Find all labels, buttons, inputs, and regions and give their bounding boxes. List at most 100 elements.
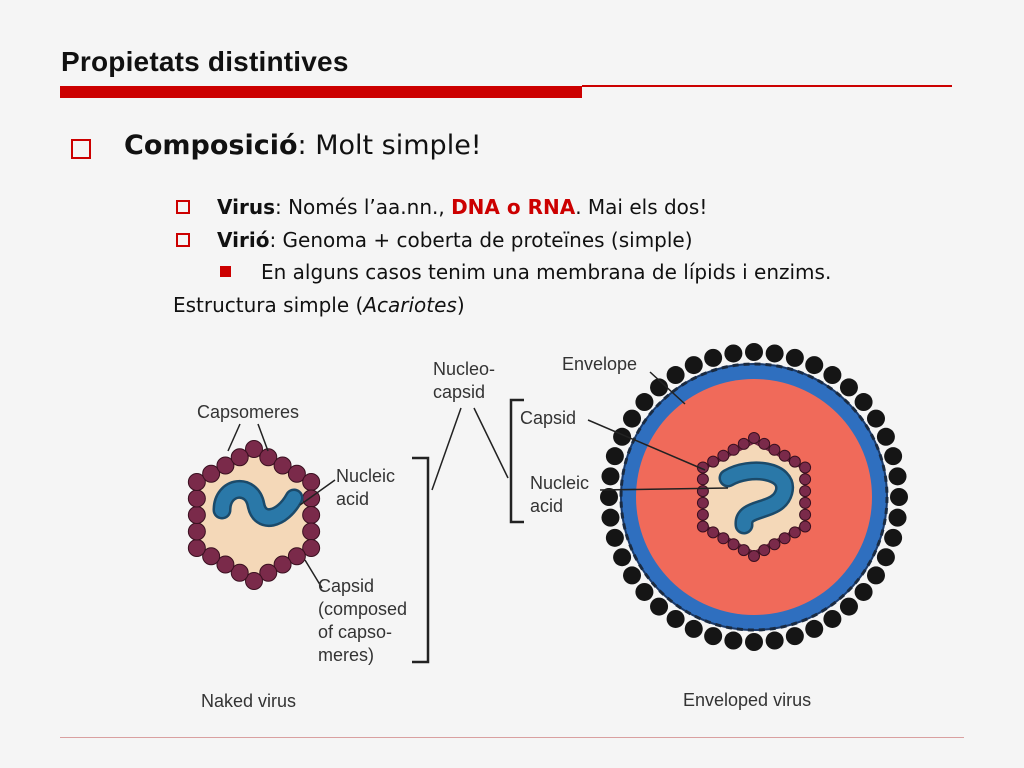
capsomere-bead xyxy=(799,508,812,521)
envelope-spike xyxy=(623,409,642,428)
capsomere-bead xyxy=(696,485,709,498)
capsomere-bead xyxy=(788,526,801,539)
title-underline-thin xyxy=(582,85,952,87)
bullet-box-icon xyxy=(71,139,91,159)
enveloped-capsomeres xyxy=(696,432,812,562)
capsomere-bead xyxy=(187,539,206,557)
slide-title: Propietats distintives xyxy=(61,46,349,77)
capsomere-bead xyxy=(187,489,206,508)
envelope-spike xyxy=(650,597,669,616)
capsomere-bead xyxy=(273,456,292,475)
envelope-spike xyxy=(605,528,624,547)
capsomere-bead xyxy=(727,538,740,551)
capsomere-bead xyxy=(202,464,221,483)
virus-text: : Només l’aa.nn., xyxy=(275,195,452,219)
envelope-spike xyxy=(666,366,685,385)
envelope-spike xyxy=(765,631,784,650)
capsomere-bead xyxy=(287,547,306,566)
capsomere-bead xyxy=(799,461,812,474)
envelope-spike xyxy=(884,447,903,466)
envelope-spike xyxy=(805,619,824,638)
capsomere-bead xyxy=(748,550,760,562)
envelope-spike xyxy=(866,566,885,585)
capsomere-bead xyxy=(788,455,801,468)
capsomere-bead xyxy=(245,572,263,590)
composicio-text: : Molt simple! xyxy=(297,130,482,161)
envelope-spike xyxy=(724,344,743,363)
bullet-membrana: En alguns casos tenim una membrana de lí… xyxy=(261,260,832,284)
label-nucleocapsid-2: capsid xyxy=(433,382,485,402)
bullet-square-icon xyxy=(220,266,231,277)
enveloped-virus-illustration xyxy=(600,343,908,651)
capsomere-bead xyxy=(187,506,206,524)
capsomere-bead xyxy=(758,437,771,450)
capsomere-bead xyxy=(216,555,235,574)
envelope-spike xyxy=(613,548,632,567)
envelope-spike xyxy=(839,378,858,397)
caption-enveloped-virus: Enveloped virus xyxy=(683,690,811,710)
envelope-spike xyxy=(823,609,842,628)
envelope-spike xyxy=(876,548,895,567)
envelope-spike xyxy=(854,582,873,601)
bullet-virio: Virió: Genoma + coberta de proteïnes (si… xyxy=(217,228,693,252)
capsomere-bead xyxy=(799,473,812,486)
bullet-virus: Virus: Només l’aa.nn., DNA o RNA. Mai el… xyxy=(217,195,707,219)
capsomere-bead xyxy=(216,456,235,475)
capsomere-bead xyxy=(273,555,292,574)
envelope-spike xyxy=(666,609,685,628)
envelope-spike xyxy=(635,393,654,412)
capsomere-bead xyxy=(768,538,781,551)
capsomere-bead xyxy=(717,449,730,462)
estructura-italic: Acariotes xyxy=(363,293,457,317)
capsomere-bead xyxy=(230,448,249,467)
enveloped-leader-lines xyxy=(587,371,729,491)
caption-naked-virus: Naked virus xyxy=(201,691,296,711)
capsomere-bead xyxy=(302,473,321,491)
capsomere-bead xyxy=(245,440,263,458)
capsomere-bead xyxy=(302,522,321,541)
capsomere-bead xyxy=(696,473,709,486)
envelope-spike xyxy=(765,344,784,363)
virus-highlight: DNA o RNA xyxy=(451,195,576,219)
capsomere-bead xyxy=(778,532,791,545)
virio-text: : Genoma + coberta de proteïnes (simple) xyxy=(269,228,693,252)
envelope-spike xyxy=(805,356,824,375)
envelope-spike xyxy=(650,378,669,397)
label-nucleic-acid-left-2: acid xyxy=(336,489,369,509)
envelope-spike xyxy=(600,488,618,506)
virio-term: Virió xyxy=(217,228,270,252)
capsomere-bead xyxy=(202,547,221,566)
envelope-spike xyxy=(839,597,858,616)
naked-virus-illustration xyxy=(187,440,321,590)
capsomere-bead xyxy=(302,506,321,524)
bullet-box-icon xyxy=(176,200,190,214)
envelope-spike xyxy=(684,356,703,375)
envelope-spike xyxy=(605,447,624,466)
estructura-text-end: ) xyxy=(456,293,465,317)
capsomere-bead xyxy=(717,532,730,545)
capsomere-bead xyxy=(799,520,812,533)
virus-term: Virus xyxy=(217,195,275,219)
capsomere-bead xyxy=(768,443,781,456)
footer-divider xyxy=(60,737,964,738)
envelope-spike xyxy=(884,528,903,547)
envelope-spike xyxy=(745,343,763,361)
capsomere-bead xyxy=(737,544,750,557)
title-underline-thick xyxy=(60,86,582,98)
capsomere-bead xyxy=(259,448,278,467)
envelope-spike xyxy=(601,508,620,527)
envelope-spike xyxy=(888,508,907,527)
envelope-spike xyxy=(823,366,842,385)
composicio-term: Composició xyxy=(124,130,298,161)
label-capsid-right: Capsid xyxy=(520,408,576,428)
envelope-spike xyxy=(888,467,907,486)
label-capsid-left-3: of capso- xyxy=(318,622,392,642)
capsomere-bead xyxy=(758,544,771,557)
capsomere-bead xyxy=(748,432,760,444)
bullet-composicio: Composició: Molt simple! xyxy=(124,130,482,161)
label-capsid-left-2: (composed xyxy=(318,599,407,619)
label-envelope: Envelope xyxy=(562,354,637,374)
envelope-spike xyxy=(785,627,804,646)
capsomere-bead xyxy=(187,522,206,541)
